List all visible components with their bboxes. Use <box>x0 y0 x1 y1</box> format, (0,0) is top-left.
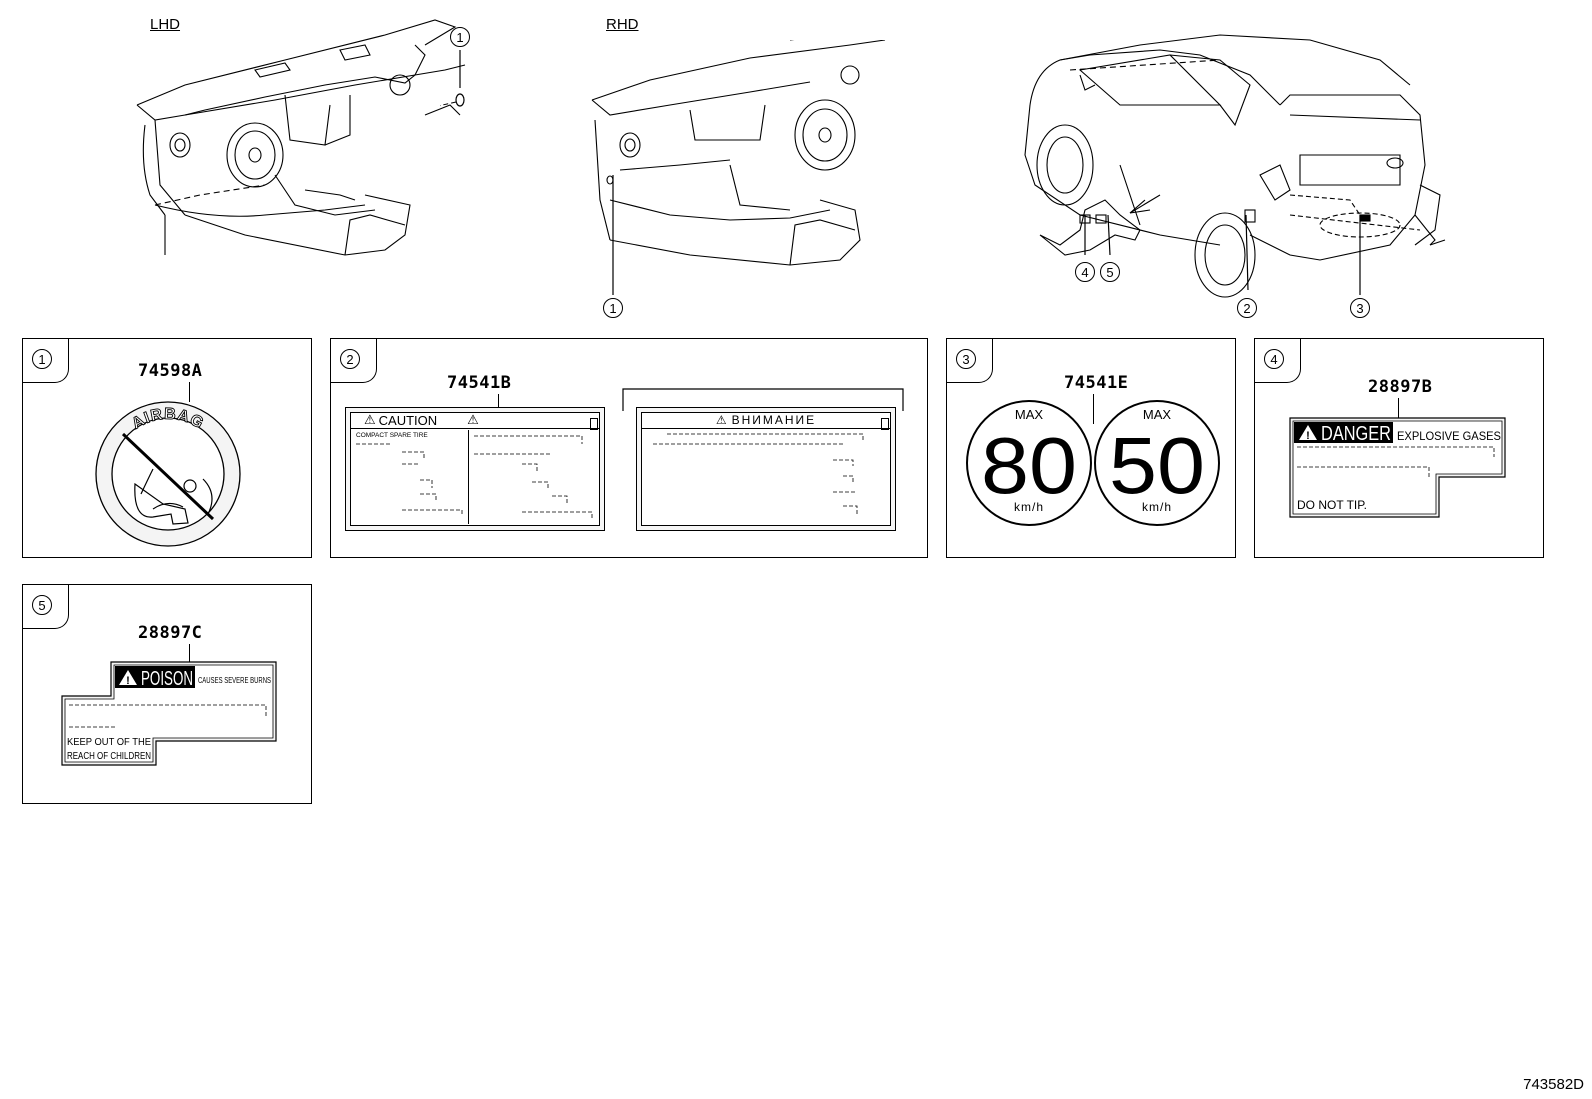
part-leader <box>498 394 500 408</box>
panel-number: 2 <box>340 349 360 369</box>
lhd-leader <box>440 50 465 107</box>
caution-divider <box>468 430 469 524</box>
rhd-label: RHD <box>606 16 639 33</box>
poison-sticker: ! POISON CAUSES SEVERE BURNS KEEP OUT OF… <box>61 661 277 766</box>
caution-label-english: ⚠ CAUTION ⚠ COMPACT SPARE TIRE <box>345 407 605 531</box>
panel-tab: 2 <box>331 339 377 383</box>
airbag-sticker: AIRBAG <box>95 401 241 547</box>
part-number: 74598A <box>138 361 203 381</box>
danger-subtitle: EXPLOSIVE GASES <box>1397 429 1501 443</box>
right-unit-text: km/h <box>1142 500 1172 514</box>
left-unit-text: km/h <box>1014 500 1044 514</box>
caution-inner-frame <box>350 412 600 526</box>
poison-footer-line-1: KEEP OUT OF THE <box>67 737 151 748</box>
poison-footer-line-2: REACH OF CHILDREN <box>67 751 151 762</box>
panel-number: 5 <box>32 595 52 615</box>
panel-tab: 3 <box>947 339 993 383</box>
caution-title: CAUTION <box>378 412 438 428</box>
warning-triangle-icon: ⚠ <box>715 413 729 427</box>
panel-tab: 5 <box>23 585 69 629</box>
panel-number: 4 <box>1264 349 1284 369</box>
part-number: 28897C <box>138 623 203 643</box>
panel-5-poison-label: 5 28897C ! POISON CAUSES SEVERE BURNS KE… <box>22 584 312 804</box>
panel-tab: 4 <box>1255 339 1301 383</box>
right-max-text: MAX <box>1143 407 1172 422</box>
lhd-dashboard-illustration <box>136 19 466 256</box>
part-number: 74541E <box>1064 373 1129 393</box>
vehicle-leaders <box>1084 215 1361 295</box>
caution-subtitle: COMPACT SPARE TIRE <box>356 432 428 439</box>
panel-tab: 1 <box>23 339 69 383</box>
russian-placeholder-text <box>653 433 864 514</box>
poison-subtitle: CAUSES SEVERE BURNS <box>198 676 271 685</box>
rhd-dashboard-illustration <box>591 40 886 266</box>
russian-corner-mark <box>881 418 889 430</box>
russian-header: ⚠ ВНИМАНИЕ <box>641 412 891 429</box>
svg-text:!: ! <box>1306 430 1310 442</box>
svg-text:!: ! <box>126 675 130 687</box>
part-leader <box>189 644 191 664</box>
panel-number: 1 <box>32 349 52 369</box>
part-leader <box>189 382 191 402</box>
warning-triangle-icon: ⚠ <box>467 412 479 427</box>
russian-title: ВНИМАНИЕ <box>731 413 817 427</box>
rhd-leader <box>612 175 614 295</box>
caution-label-russian: ⚠ ВНИМАНИЕ <box>636 407 896 531</box>
panel-1-airbag-label: 1 74598A AIRBAG <box>22 338 312 558</box>
lhd-callout-1: 1 <box>450 27 470 47</box>
caution-corner-mark <box>590 418 598 430</box>
vehicle-callout-5: 5 <box>1100 262 1120 282</box>
danger-title: DANGER <box>1321 423 1391 445</box>
right-speed-value: 50 <box>1109 421 1205 510</box>
caution-placeholder-text <box>356 435 593 520</box>
rhd-callout-1: 1 <box>603 298 623 318</box>
vehicle-rear-illustration <box>1024 34 1446 298</box>
speed-stickers: MAX 80 km/h MAX 50 km/h <box>966 400 1220 526</box>
vehicle-callout-4: 4 <box>1075 262 1095 282</box>
left-max-text: MAX <box>1015 407 1044 422</box>
part-number: 28897B <box>1368 377 1433 397</box>
warning-triangle-icon: ⚠ <box>364 412 376 427</box>
part-leader <box>1093 394 1095 424</box>
label-variant-bracket <box>622 388 904 411</box>
lhd-label: LHD <box>150 16 181 33</box>
danger-footer: DO NOT TIP. <box>1297 498 1367 512</box>
panel-4-danger-label: 4 28897B ! DANGER EXPLOSIVE GASES DO NOT… <box>1254 338 1544 558</box>
left-speed-value: 80 <box>981 421 1077 510</box>
vehicle-callout-3: 3 <box>1350 298 1370 318</box>
part-leader <box>1398 398 1400 418</box>
panel-3-speed-label: 3 74541E MAX 80 km/h MAX 50 km/h <box>946 338 1236 558</box>
russian-inner-frame <box>641 412 891 526</box>
diagram-id: 743582D <box>1523 1076 1584 1093</box>
vehicle-callout-2: 2 <box>1237 298 1257 318</box>
danger-sticker: ! DANGER EXPLOSIVE GASES DO NOT TIP. <box>1289 417 1506 518</box>
part-number: 74541B <box>447 373 512 393</box>
panel-2-spare-tire-label: 2 74541B ⚠ CAUTION ⚠ COMPACT SPARE TIRE … <box>330 338 928 558</box>
panel-number: 3 <box>956 349 976 369</box>
caution-header: ⚠ CAUTION ⚠ <box>350 412 600 429</box>
poison-title: POISON <box>141 668 193 690</box>
